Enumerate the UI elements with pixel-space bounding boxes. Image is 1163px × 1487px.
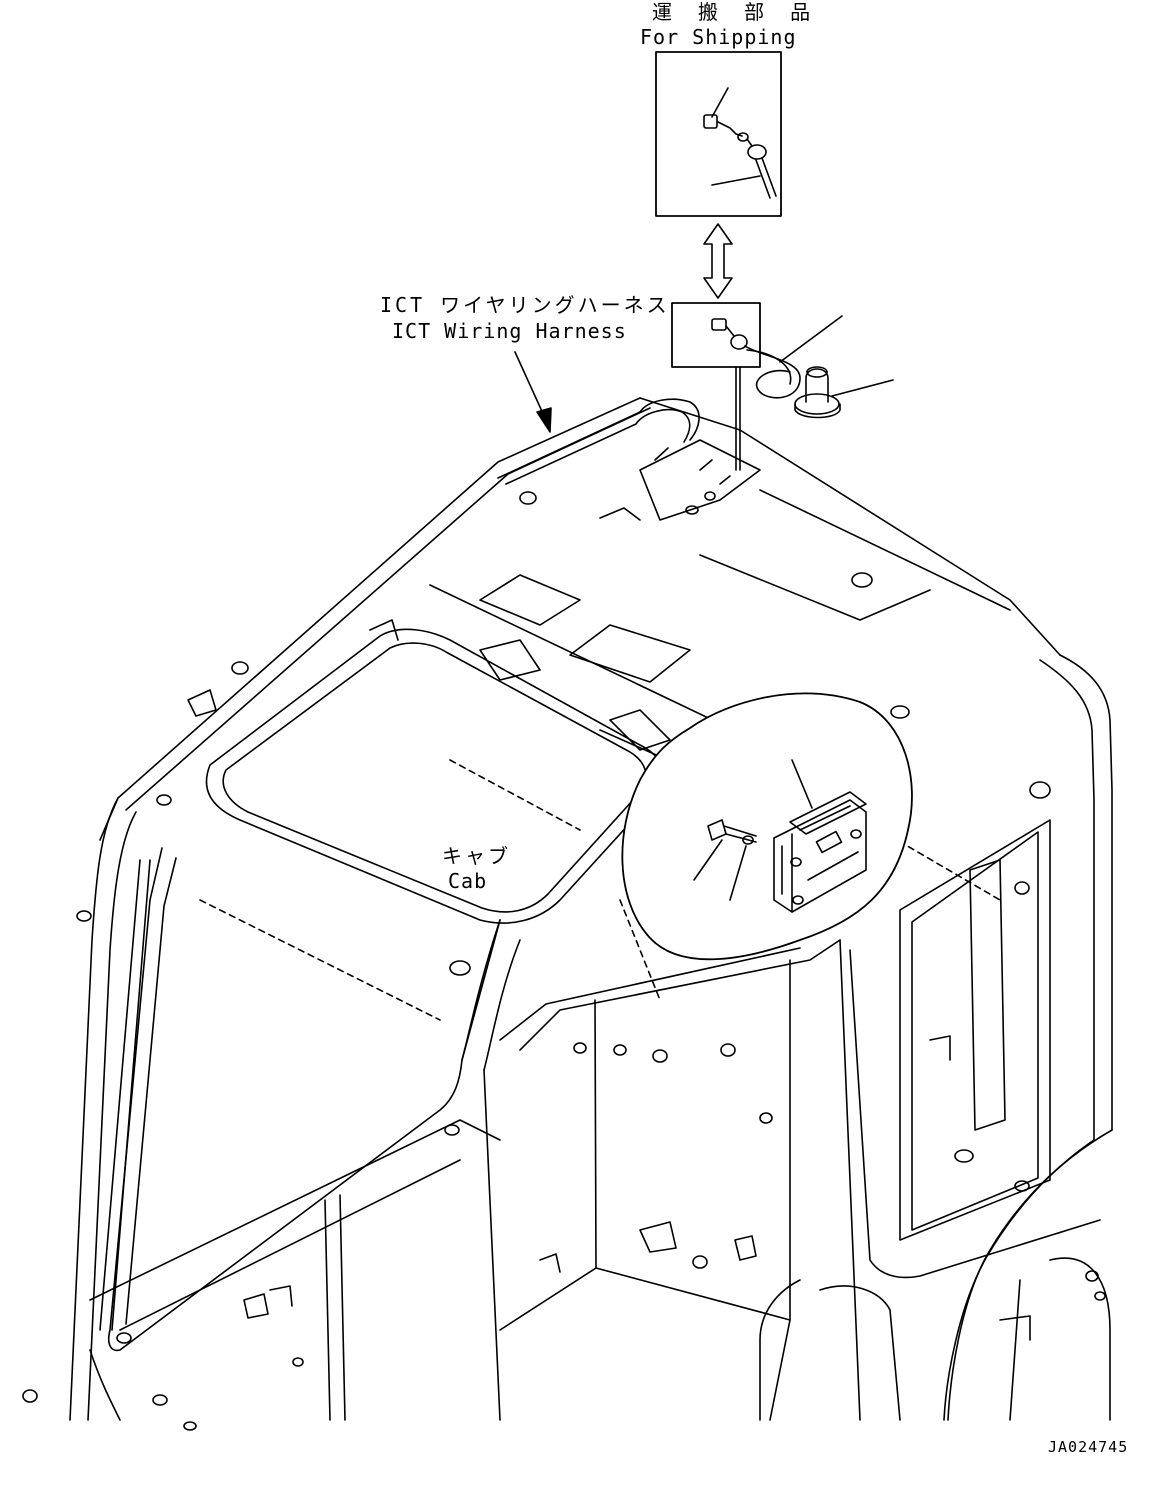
cab-roof	[99, 397, 1113, 1141]
cab-label: Cab	[448, 869, 488, 893]
cab-label-jp: キャブ	[442, 844, 511, 868]
cab-body	[22, 759, 1113, 1431]
for-shipping-label-jp: 運 搬 部 品	[652, 0, 818, 24]
antenna-callout-box	[671, 302, 894, 471]
wiring-harness-label-jp: ICT ワイヤリングハーネス	[380, 293, 670, 317]
drawing-number: JA024745	[1048, 1438, 1129, 1456]
controller-detail-balloon	[621, 692, 913, 961]
shipping-parts-box	[655, 51, 782, 217]
arrow-icon	[514, 351, 552, 433]
wiring-harness-label: ICT Wiring Harness	[392, 319, 627, 343]
double-arrow-icon	[703, 223, 733, 299]
for-shipping-label: For Shipping	[640, 25, 797, 49]
